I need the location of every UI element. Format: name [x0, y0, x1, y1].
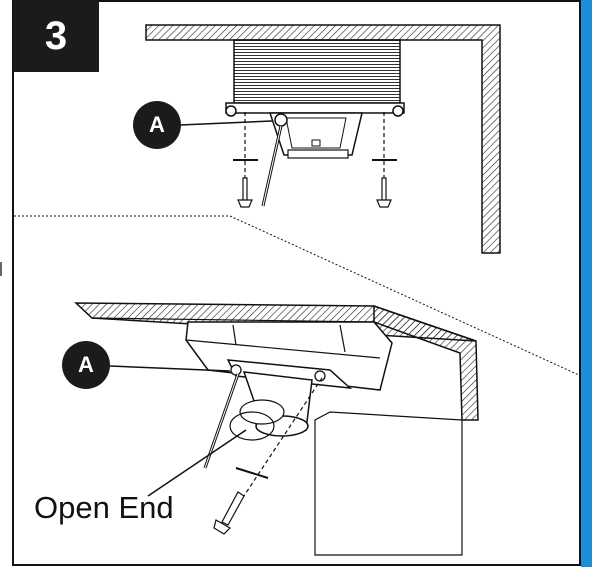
open-end-label: Open End: [34, 490, 174, 525]
wall-perspective: [373, 304, 479, 421]
step-number-badge: 3: [13, 0, 99, 72]
mounting-block-top: [233, 39, 401, 104]
blue-accent-edge: [581, 0, 592, 567]
screw-bottom: [213, 491, 245, 535]
screw-right-top: [376, 177, 392, 208]
fixture-body-top: [268, 112, 363, 156]
ceiling-wall-top: [145, 24, 501, 254]
base-plate-top: [225, 102, 405, 114]
screw-left-top: [237, 177, 253, 208]
callout-a-bottom: A: [62, 341, 110, 389]
open-end-ring: [229, 411, 275, 441]
room-outline: [314, 411, 463, 556]
top-view: [145, 24, 501, 254]
page-edge-mark: [0, 262, 7, 276]
bottom-view: [74, 302, 479, 556]
callout-a-top: A: [133, 101, 181, 149]
